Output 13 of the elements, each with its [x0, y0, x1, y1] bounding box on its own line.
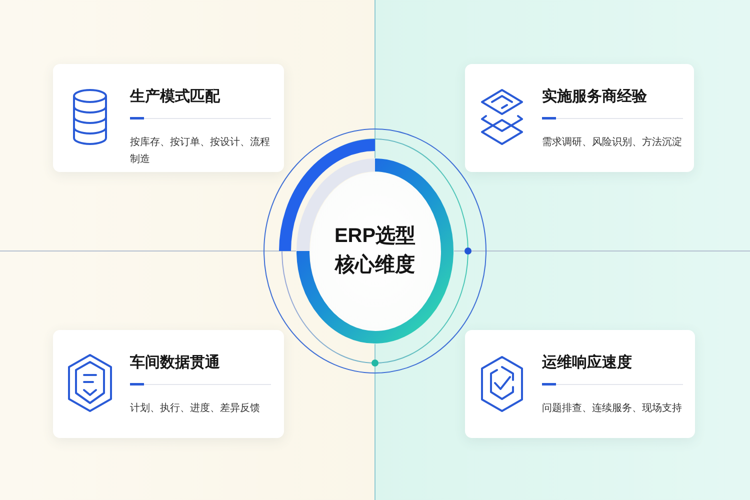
card-description: 按库存、按订单、按设计、流程制造: [130, 136, 271, 167]
hub-title: ERP选型核心维度: [333, 224, 417, 278]
info-card: [53, 64, 284, 172]
info-card: [53, 330, 284, 438]
info-card: [465, 330, 695, 438]
card-description: 需求调研、风险识别、方法沉淀: [542, 136, 683, 150]
card-title: 车间数据贯通: [130, 353, 220, 373]
card-title: 实施服务商经验: [542, 87, 647, 107]
card-title: 生产模式匹配: [130, 87, 220, 107]
info-card: [465, 64, 694, 172]
card-title: 运维响应速度: [542, 353, 632, 373]
card-description: 计划、执行、进度、差异反馈: [130, 402, 261, 416]
card-description: 问题排查、连续服务、现场支持: [542, 402, 683, 416]
